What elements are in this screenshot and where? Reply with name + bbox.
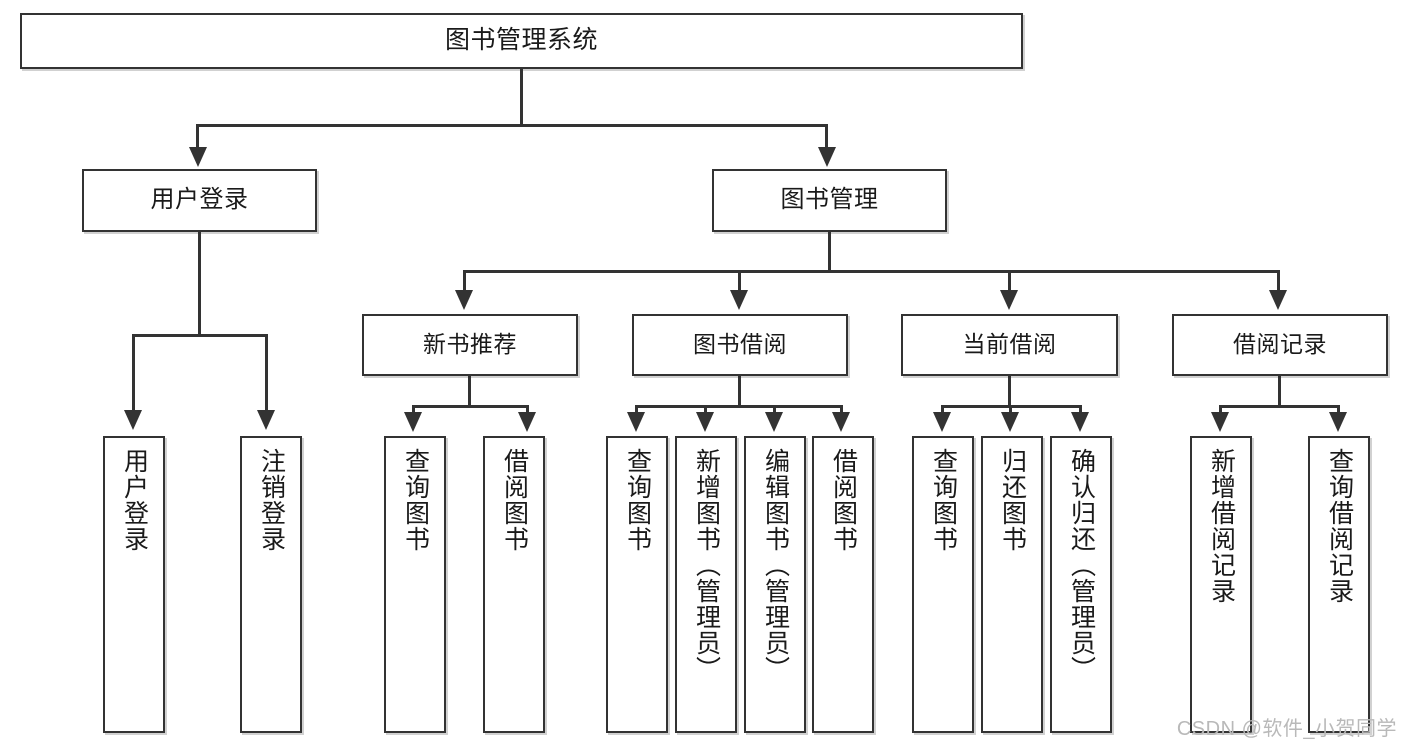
connector-root-drop-right (825, 124, 828, 149)
node-leaf-user-login[interactable]: 用户登录 (103, 436, 165, 733)
node-leaf-query-book-2[interactable]: 查询图书 (606, 436, 668, 733)
connector-current-borrow-trunk (1008, 376, 1011, 407)
arrow-to-leaf-query-book-2 (627, 412, 645, 432)
connector-book-borrow-trunk (738, 376, 741, 407)
arrow-to-leaf-query-book-1 (404, 412, 422, 432)
node-leaf-add-record[interactable]: 新增借阅记录 (1190, 436, 1252, 733)
connector-current-borrow-drop-3 (1079, 405, 1082, 414)
node-leaf-query-record[interactable]: 查询借阅记录 (1308, 436, 1370, 733)
connector-user-login-trunk (198, 232, 201, 336)
node-new-book-rec[interactable]: 新书推荐 (362, 314, 578, 376)
connector-current-borrow-drop-1 (941, 405, 944, 414)
node-label: 图书管理 (780, 186, 879, 214)
connector-current-borrow-drop-2 (1009, 405, 1012, 414)
arrow-to-leaf-borrow-book-2 (832, 412, 850, 432)
connector-user-login-drop-1 (132, 334, 135, 412)
connector-root-bus (196, 124, 828, 127)
node-label: 查询图书 (623, 448, 652, 552)
connector-book-manage-trunk (828, 232, 831, 272)
node-label: 用户登录 (120, 448, 149, 552)
node-leaf-add-book[interactable]: 新增图书（管理员） (675, 436, 737, 733)
arrow-to-leaf-return-book (1001, 412, 1019, 432)
node-book-borrow[interactable]: 图书借阅 (632, 314, 848, 376)
arrow-to-leaf-add-book (696, 412, 714, 432)
node-label: 归还图书 (998, 448, 1027, 552)
node-leaf-borrow-book-2[interactable]: 借阅图书 (812, 436, 874, 733)
arrow-to-leaf-add-record (1211, 412, 1229, 432)
node-leaf-query-book-1[interactable]: 查询图书 (384, 436, 446, 733)
node-user-login[interactable]: 用户登录 (82, 169, 317, 232)
connector-book-borrow-bus (635, 405, 843, 408)
connector-new-book-rec-drop-2 (526, 405, 529, 414)
connector-new-book-rec-trunk (468, 376, 471, 407)
node-label: 借阅图书 (829, 448, 858, 552)
node-current-borrow[interactable]: 当前借阅 (901, 314, 1118, 376)
node-label: 新增借阅记录 (1207, 448, 1236, 604)
connector-user-login-bus (132, 334, 268, 337)
arrow-to-leaf-edit-book (765, 412, 783, 432)
connector-root-drop-left (196, 124, 199, 149)
node-label: 图书管理系统 (444, 26, 598, 55)
node-book-manage[interactable]: 图书管理 (712, 169, 947, 232)
node-label: 查询图书 (929, 448, 958, 552)
connector-book-borrow-drop-2 (704, 405, 707, 414)
node-leaf-user-logout[interactable]: 注销登录 (240, 436, 302, 733)
node-label: 图书借阅 (693, 331, 787, 358)
connector-level2-drop-3 (1008, 270, 1011, 292)
arrow-to-user-login (189, 147, 207, 167)
node-root-system[interactable]: 图书管理系统 (20, 13, 1023, 69)
connector-user-login-drop-2 (265, 334, 268, 412)
arrow-to-leaf-user-logout (257, 410, 275, 430)
arrow-to-current-borrow (1000, 290, 1018, 310)
node-borrow-record[interactable]: 借阅记录 (1172, 314, 1388, 376)
node-label: 查询图书 (401, 448, 430, 552)
connector-borrow-record-trunk (1278, 376, 1281, 407)
connector-book-borrow-drop-3 (773, 405, 776, 414)
node-leaf-query-book-3[interactable]: 查询图书 (912, 436, 974, 733)
node-label: 注销登录 (257, 448, 286, 552)
connector-level2-bus (463, 270, 1280, 273)
arrow-to-borrow-record (1269, 290, 1287, 310)
node-label: 借阅记录 (1233, 331, 1327, 358)
node-label: 当前借阅 (962, 331, 1057, 358)
node-leaf-edit-book[interactable]: 编辑图书（管理员） (744, 436, 806, 733)
node-leaf-return-book[interactable]: 归还图书 (981, 436, 1043, 733)
connector-borrow-record-drop-1 (1219, 405, 1222, 414)
node-label: 查询借阅记录 (1325, 448, 1354, 604)
node-label: 编辑图书（管理员） (761, 448, 790, 682)
arrow-to-leaf-query-record (1329, 412, 1347, 432)
connector-level2-drop-4 (1277, 270, 1280, 292)
node-leaf-borrow-book-1[interactable]: 借阅图书 (483, 436, 545, 733)
connector-borrow-record-drop-2 (1337, 405, 1340, 414)
connector-book-borrow-drop-1 (635, 405, 638, 414)
node-label: 用户登录 (150, 186, 249, 214)
node-label: 确认归还（管理员） (1067, 448, 1096, 682)
connector-book-borrow-drop-4 (840, 405, 843, 414)
arrow-to-leaf-confirm-return (1071, 412, 1089, 432)
connector-root-trunk (520, 69, 523, 124)
node-label: 借阅图书 (500, 448, 529, 552)
connector-new-book-rec-drop-1 (412, 405, 415, 414)
node-leaf-confirm-return[interactable]: 确认归还（管理员） (1050, 436, 1112, 733)
connector-level2-drop-2 (738, 270, 741, 292)
arrow-to-leaf-user-login (124, 410, 142, 430)
connector-borrow-record-bus (1219, 405, 1340, 408)
node-label: 新增图书（管理员） (692, 448, 721, 682)
arrow-to-new-book-rec (455, 290, 473, 310)
arrow-to-leaf-query-book-3 (933, 412, 951, 432)
arrow-to-leaf-borrow-book-1 (518, 412, 536, 432)
arrow-to-book-borrow (730, 290, 748, 310)
connector-level2-drop-1 (463, 270, 466, 292)
connector-new-book-rec-bus (412, 405, 529, 408)
arrow-to-book-manage (818, 147, 836, 167)
node-label: 新书推荐 (423, 331, 517, 358)
